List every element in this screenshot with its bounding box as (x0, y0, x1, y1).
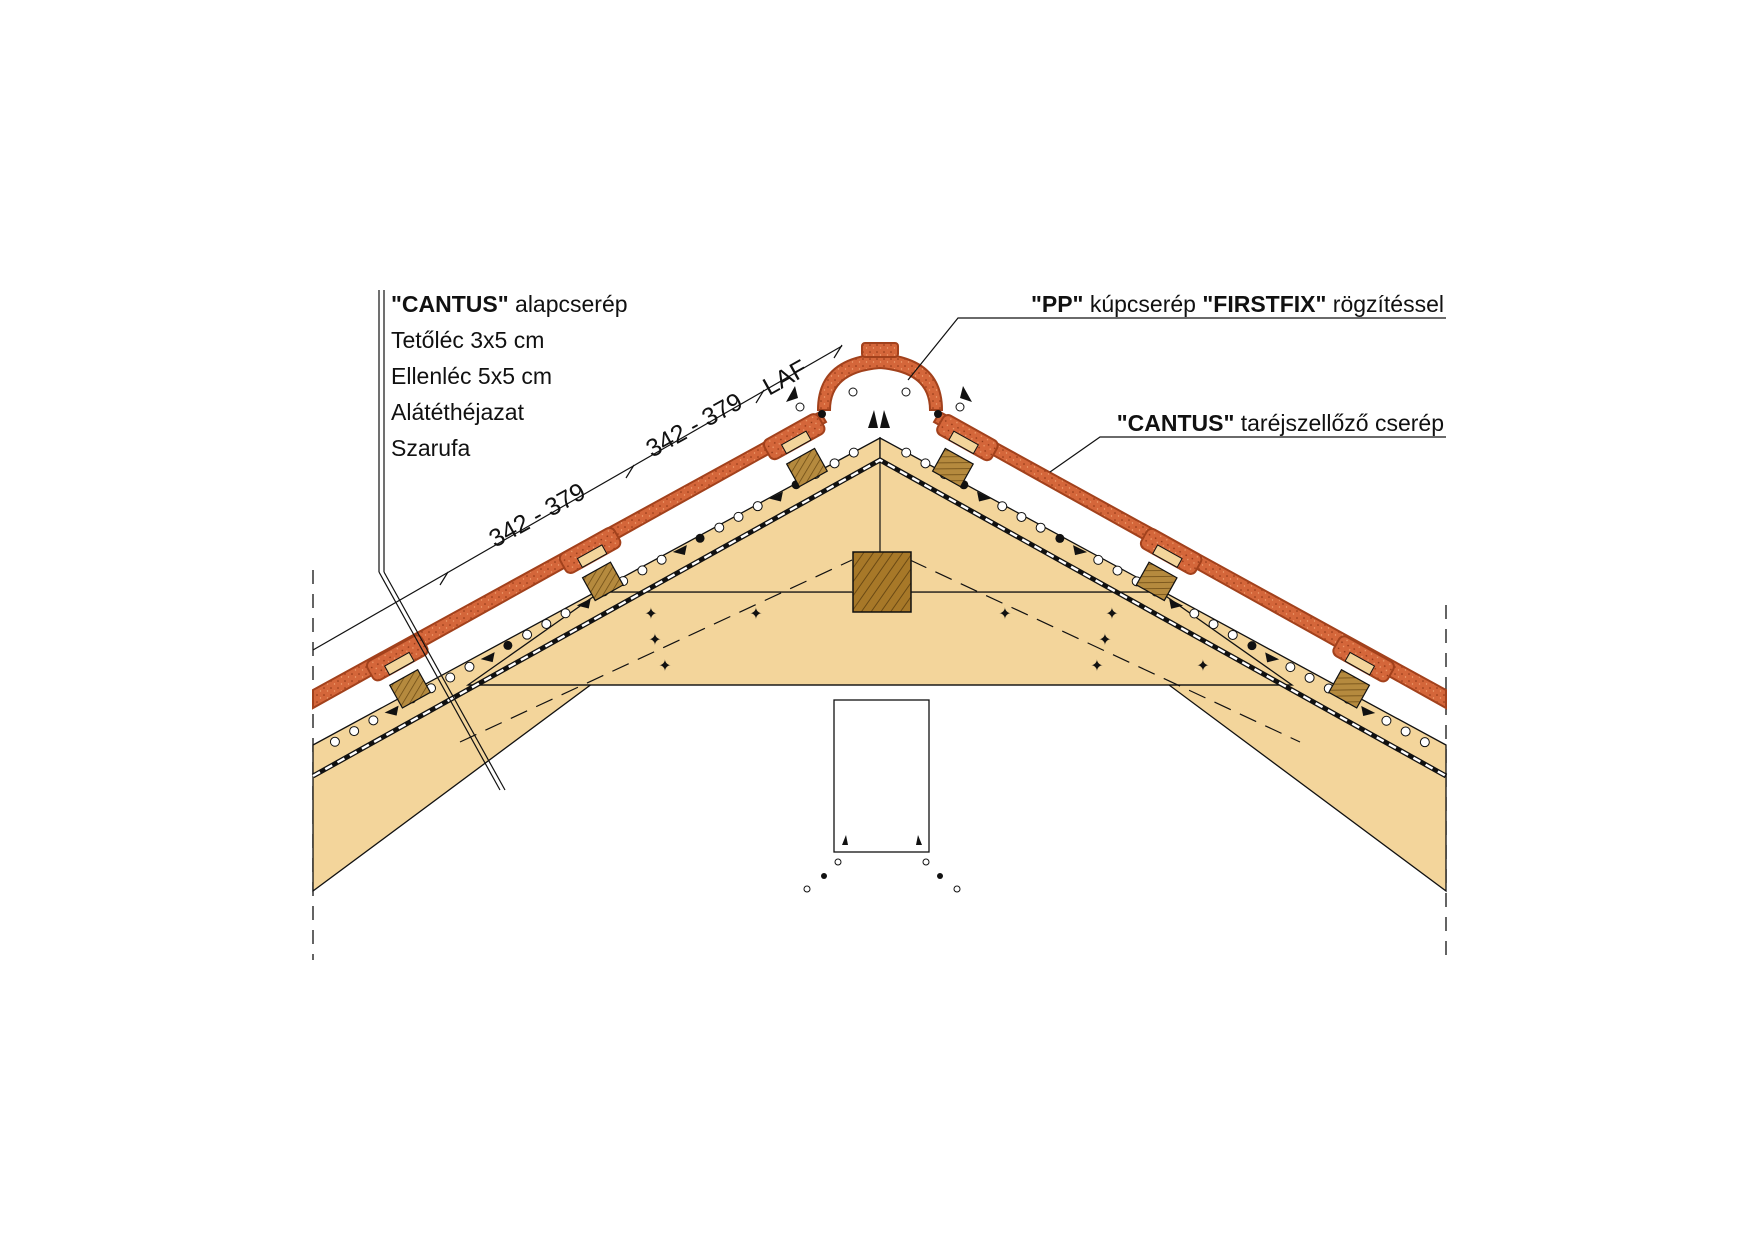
svg-text:✦: ✦ (1105, 604, 1118, 623)
layers-label-batten: Tetőléc 3x5 cm (391, 327, 544, 353)
brace-hidden-left (459, 559, 853, 743)
ridge-tile-arch (816, 352, 944, 411)
brace-hidden-right (909, 559, 1301, 743)
svg-text:✦: ✦ (1098, 630, 1111, 649)
layers-label-counter-batten: Ellenléc 5x5 cm (391, 363, 552, 389)
layers-label-tile-rest: alapcserép (509, 291, 628, 317)
svg-text:✦: ✦ (1196, 656, 1209, 675)
king-post (803, 699, 961, 893)
svg-text:✦: ✦ (648, 630, 661, 649)
svg-text:✦: ✦ (644, 604, 657, 623)
layers-label-underlay: Alátéthéjazat (391, 399, 525, 425)
tile-battens (388, 447, 1371, 709)
vent-leader (1049, 436, 1446, 473)
tile-clips (366, 413, 1395, 683)
king-post-outline (833, 699, 930, 853)
vent-tile-label: "CANTUS" taréjszellőző cserép (1117, 410, 1444, 436)
dimension-lower: 342 - 379 (484, 478, 590, 554)
layers-leader-c (378, 571, 501, 791)
ridge-vent-symbols (795, 387, 965, 412)
layers-label-tile-name: "CANTUS" (391, 291, 509, 317)
ridge-beam (852, 551, 912, 613)
svg-text:✦: ✦ (658, 656, 671, 675)
svg-text:"CANTUS" alapcserép: "CANTUS" alapcserép (391, 291, 628, 317)
underlay-membrane (311, 457, 1448, 779)
svg-text:✦: ✦ (749, 604, 762, 623)
ridge-tile-top (861, 342, 899, 358)
ridge-tile (786, 342, 972, 428)
nail-marks: ✦ ✦ ✦ ✦ ✦ ✦ ✦ ✦ ✦ (644, 604, 1209, 675)
dimension-upper: 342 - 379 (641, 388, 747, 464)
layers-label: "CANTUS" alapcserép Tetőléc 3x5 cm Ellen… (391, 291, 628, 461)
ridge-tile-label: "PP" kúpcserép "FIRSTFIX" rögzítéssel (1031, 291, 1444, 317)
layers-label-rafter: Szarufa (391, 435, 470, 461)
leader-lines (378, 290, 1446, 791)
dimension-laf: LAF (758, 355, 812, 402)
svg-text:✦: ✦ (998, 604, 1011, 623)
dimension-lines (312, 344, 843, 651)
ridge-leader (907, 317, 1446, 381)
svg-text:✦: ✦ (1090, 656, 1103, 675)
layers-leader-d (383, 571, 506, 791)
rafter-truss: ✦ ✦ ✦ ✦ ✦ ✦ ✦ ✦ ✦ (312, 436, 1447, 893)
